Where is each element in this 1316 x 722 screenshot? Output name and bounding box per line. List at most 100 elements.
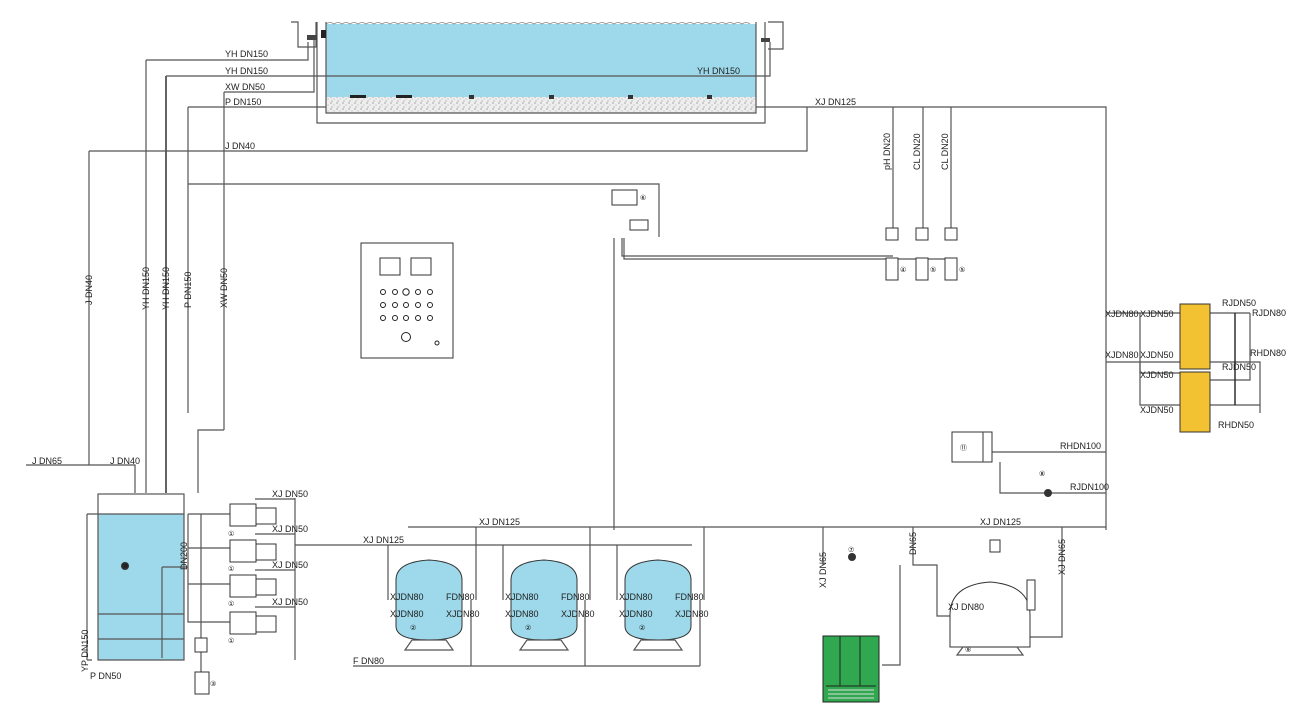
pipe-labels: YH DN150 YH DN150 XW DN50 P DN150 J DN40… xyxy=(32,49,1286,681)
svg-text:XJDN80: XJDN80 xyxy=(390,609,424,619)
svg-text:XJ DN65: XJ DN65 xyxy=(1057,539,1067,575)
svg-text:F DN80: F DN80 xyxy=(353,656,384,666)
svg-text:XJDN80: XJDN80 xyxy=(1105,309,1139,319)
svg-text:⑨: ⑨ xyxy=(965,646,971,654)
svg-text:XW DN50: XW DN50 xyxy=(219,268,229,308)
control-panel xyxy=(360,242,454,359)
skimmer-right xyxy=(761,38,770,42)
svg-text:RJDN50: RJDN50 xyxy=(1222,298,1256,308)
reactor-vessel xyxy=(949,581,1031,648)
svg-text:RHDN50: RHDN50 xyxy=(1218,420,1254,430)
tank-cl-1 xyxy=(915,257,929,281)
plate-heat-exchangers xyxy=(1179,303,1211,433)
pool-water xyxy=(326,24,756,97)
overflow-gutter-left xyxy=(291,21,317,48)
svg-text:J DN40: J DN40 xyxy=(84,275,94,305)
svg-text:XJDN80: XJDN80 xyxy=(390,592,424,602)
sand-filter-2: ② xyxy=(510,559,578,651)
svg-text:RJDN50: RJDN50 xyxy=(1222,362,1256,372)
svg-text:YP DN150: YP DN150 xyxy=(80,630,90,672)
pool-water-surface xyxy=(325,22,751,25)
booster-pump xyxy=(848,553,856,561)
svg-text:RJDN100: RJDN100 xyxy=(1070,482,1109,492)
svg-text:②: ② xyxy=(410,624,416,632)
svg-text:YH DN150: YH DN150 xyxy=(141,267,151,310)
heat-exchanger-1 xyxy=(1179,303,1211,370)
svg-text:XJDN50: XJDN50 xyxy=(1140,350,1174,360)
svg-text:XJ DN125: XJ DN125 xyxy=(980,517,1021,527)
svg-text:YH DN150: YH DN150 xyxy=(225,66,268,76)
svg-text:J DN40: J DN40 xyxy=(225,141,255,151)
ozone-system: ⑦ ⑨ xyxy=(822,539,1036,703)
pump-group: ① ① ① ① ③ xyxy=(187,498,295,695)
svg-text:XJDN80: XJDN80 xyxy=(1105,350,1139,360)
floor-inlet-1 xyxy=(469,95,474,99)
svg-text:CL DN20: CL DN20 xyxy=(912,133,922,170)
svg-text:RHDN80: RHDN80 xyxy=(1250,348,1286,358)
svg-text:DN65: DN65 xyxy=(908,532,918,555)
svg-text:YH DN150: YH DN150 xyxy=(697,66,740,76)
heat-exchanger-2 xyxy=(1179,371,1211,433)
svg-text:⑪: ⑪ xyxy=(960,444,967,452)
svg-text:FDN80: FDN80 xyxy=(675,592,704,602)
svg-text:②: ② xyxy=(639,624,645,632)
svg-text:XJ DN50: XJ DN50 xyxy=(272,560,308,570)
svg-text:RJDN80: RJDN80 xyxy=(1252,308,1286,318)
circulation-pump-4: ① xyxy=(228,611,277,645)
svg-text:J DN65: J DN65 xyxy=(32,456,62,466)
svg-text:⑤: ⑤ xyxy=(959,266,965,274)
svg-text:XJDN80: XJDN80 xyxy=(619,592,653,602)
svg-text:XJ DN50: XJ DN50 xyxy=(272,597,308,607)
skimmer-left xyxy=(307,35,317,40)
svg-text:J DN40: J DN40 xyxy=(110,456,140,466)
svg-text:P DN150: P DN150 xyxy=(225,97,261,107)
svg-text:FDN80: FDN80 xyxy=(446,592,475,602)
svg-text:YH DN150: YH DN150 xyxy=(161,267,171,310)
ozone-generator-small xyxy=(989,539,1001,553)
circulation-pump-3: ① xyxy=(228,574,277,608)
svg-text:⑧: ⑧ xyxy=(1039,470,1045,478)
svg-text:XJDN80: XJDN80 xyxy=(505,609,539,619)
svg-text:DN200: DN200 xyxy=(179,542,189,570)
svg-text:P DN50: P DN50 xyxy=(90,671,121,681)
svg-text:pH DN20: pH DN20 xyxy=(882,133,892,170)
sand-filter-3: ② xyxy=(624,559,692,651)
tank-ph xyxy=(885,257,899,281)
svg-text:①: ① xyxy=(228,565,234,573)
svg-text:XJDN80: XJDN80 xyxy=(619,609,653,619)
svg-text:XJ DN65: XJ DN65 xyxy=(818,552,828,588)
svg-text:XJDN80: XJDN80 xyxy=(561,609,595,619)
svg-text:XJDN80: XJDN80 xyxy=(675,609,709,619)
swimming-pool xyxy=(291,21,784,124)
svg-text:XJ DN125: XJ DN125 xyxy=(815,97,856,107)
chemical-controller: ⑥ ④ ⑤ ⑤ xyxy=(611,189,965,281)
svg-text:XJ DN125: XJ DN125 xyxy=(479,517,520,527)
circulation-pump-2: ① xyxy=(228,539,277,573)
chemical-tank-left xyxy=(194,671,210,695)
svg-text:XJDN80: XJDN80 xyxy=(446,609,480,619)
svg-text:②: ② xyxy=(525,624,531,632)
circulation-pump-1: ① xyxy=(228,503,277,538)
sand-filter-1: ② xyxy=(395,559,463,651)
dosing-pump-left xyxy=(194,637,208,653)
svg-text:①: ① xyxy=(228,637,234,645)
heat-pump xyxy=(1044,489,1052,497)
svg-text:⑩: ⑩ xyxy=(122,562,128,570)
sand-filters: ② ② ② xyxy=(395,559,692,651)
svg-text:RHDN100: RHDN100 xyxy=(1060,441,1101,451)
svg-text:①: ① xyxy=(228,600,234,608)
svg-text:XJ DN125: XJ DN125 xyxy=(363,535,404,545)
main-drain-1 xyxy=(350,95,366,98)
floor-inlet-3 xyxy=(628,95,633,99)
svg-text:XJDN50: XJDN50 xyxy=(1140,405,1174,415)
main-drain-2 xyxy=(396,95,412,98)
svg-text:④: ④ xyxy=(900,266,906,274)
floor-inlet-2 xyxy=(549,95,554,99)
svg-text:⑤: ⑤ xyxy=(930,266,936,274)
svg-text:CL DN20: CL DN20 xyxy=(940,133,950,170)
pool-gravel-bed xyxy=(326,97,756,113)
heater-unit: ⑪ ⑧ xyxy=(951,431,1052,497)
svg-text:XJ DN80: XJ DN80 xyxy=(948,602,984,612)
svg-text:①: ① xyxy=(228,530,234,538)
